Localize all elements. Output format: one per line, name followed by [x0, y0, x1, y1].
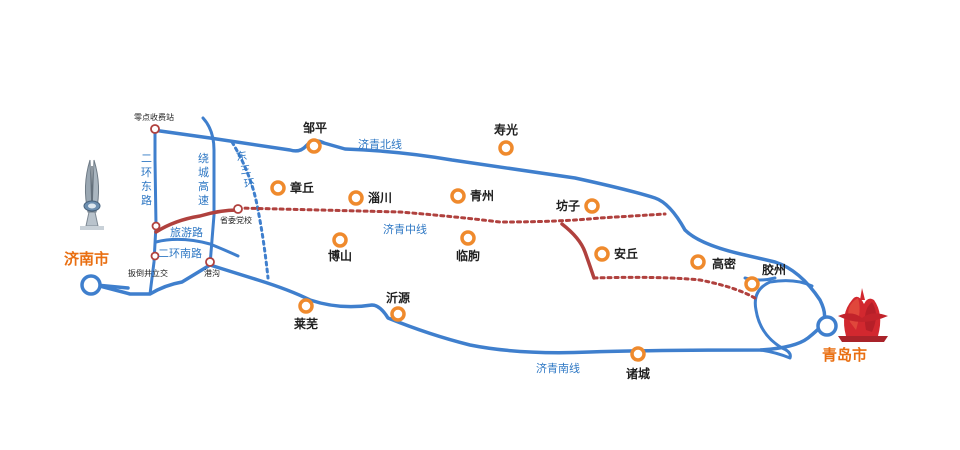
city-marker-icon	[270, 180, 286, 196]
city-marker-icon	[744, 276, 760, 292]
qingdao-node	[816, 315, 838, 337]
city-marker-icon	[498, 140, 514, 156]
lingdian-label: 零点收费站	[134, 112, 174, 122]
city-label: 青州	[470, 188, 494, 203]
city-label: 邹平	[303, 120, 327, 135]
lvyou-road-label: 旅游路	[170, 225, 203, 239]
city-anqiu: 安丘	[594, 246, 638, 262]
highway-north	[151, 128, 827, 326]
svg-text:绕: 绕	[198, 152, 209, 165]
qingdao-label: 青岛市	[822, 346, 867, 364]
may-fourth-square-sculpture-icon	[838, 288, 888, 342]
city-marker-icon	[306, 138, 322, 154]
city-label: 淄川	[368, 190, 392, 205]
erhuan-south-road	[154, 237, 240, 258]
city-yiyuan: 沂源	[386, 290, 410, 322]
raocheng-expressway-label: 绕 城 高 速	[198, 152, 209, 207]
city-gaomi: 高密	[690, 254, 736, 271]
city-zhucheng: 诸城	[626, 346, 650, 381]
city-marker-icon	[630, 346, 646, 362]
city-qingzhou: 青州	[450, 188, 494, 204]
city-fangzi: 坊子	[556, 198, 600, 214]
svg-text:城: 城	[198, 166, 209, 179]
svg-text:路: 路	[141, 194, 152, 207]
svg-text:东: 东	[141, 180, 152, 193]
city-marker-icon	[348, 190, 364, 206]
ganggou-label: 港沟	[204, 268, 220, 278]
highway-south	[94, 263, 824, 355]
city-label: 安丘	[614, 246, 638, 261]
city-zhangqiu: 章丘	[270, 180, 314, 196]
city-marker-icon	[332, 232, 348, 248]
svg-text:高: 高	[198, 179, 209, 193]
ganggou-point	[205, 257, 215, 267]
lvyou-road	[154, 208, 240, 234]
city-zichuan: 淄川	[348, 190, 392, 206]
highway-middle	[236, 206, 667, 224]
city-marker-icon	[594, 246, 610, 262]
city-laiwu: 莱芜	[294, 298, 318, 331]
city-marker-icon	[690, 254, 706, 270]
svg-text:环: 环	[243, 176, 256, 190]
city-marker-icon	[390, 306, 406, 322]
city-label: 莱芜	[294, 316, 318, 331]
shengweidangxiao-label: 省委党校	[220, 215, 252, 225]
quancheng-plaza-monument-icon	[80, 159, 104, 230]
zhendao-point	[150, 251, 160, 261]
erhuan-south-road-label: 二环南路	[158, 247, 202, 260]
highway-middle-label: 济青中线	[383, 222, 427, 236]
lingdian-point	[150, 124, 160, 134]
city-label: 高密	[712, 256, 736, 271]
city-label: 临朐	[456, 248, 480, 263]
city-marker-icon	[450, 188, 466, 204]
city-label: 沂源	[386, 290, 410, 305]
city-label: 寿光	[494, 122, 518, 137]
city-label: 坊子	[556, 198, 580, 213]
raocheng-expressway	[201, 116, 216, 267]
city-marker-icon	[298, 298, 314, 314]
shengweidangxiao-point	[233, 204, 243, 214]
jinan-label: 济南市	[64, 250, 109, 268]
middle-branch-jiaozhou	[592, 275, 760, 302]
svg-text:二: 二	[141, 152, 152, 165]
svg-text:环: 环	[141, 166, 152, 179]
city-jiaozhou: 胶州	[744, 262, 786, 292]
svg-text:速: 速	[198, 194, 209, 207]
middle-branch-anqiu	[560, 222, 596, 280]
city-label: 章丘	[290, 180, 314, 195]
highway-qingdao-link	[753, 279, 814, 360]
highway-north-label: 济青北线	[358, 137, 402, 151]
city-label: 诸城	[626, 366, 650, 381]
dongsanhuan-road-label: 东 三 环	[235, 149, 256, 191]
city-label: 胶州	[762, 262, 786, 277]
erhuan-east-road-label: 二 环 东 路	[141, 152, 152, 207]
city-marker-icon	[460, 230, 476, 246]
city-label: 博山	[328, 248, 352, 263]
svg-text:三: 三	[239, 163, 252, 177]
city-boshan: 博山	[328, 232, 352, 263]
city-linqu: 临朐	[456, 230, 480, 263]
city-zouping: 邹平	[303, 120, 327, 154]
zhendao-label: 扳倒井立交	[128, 268, 168, 278]
highway-south-label: 济青南线	[536, 361, 580, 375]
lvyou-junction-point	[151, 221, 161, 231]
city-shouguang: 寿光	[494, 122, 518, 156]
jinan-node	[80, 274, 102, 296]
svg-text:东: 东	[235, 149, 248, 163]
dongsanhuan-road	[230, 140, 270, 280]
city-marker-icon	[584, 198, 600, 214]
